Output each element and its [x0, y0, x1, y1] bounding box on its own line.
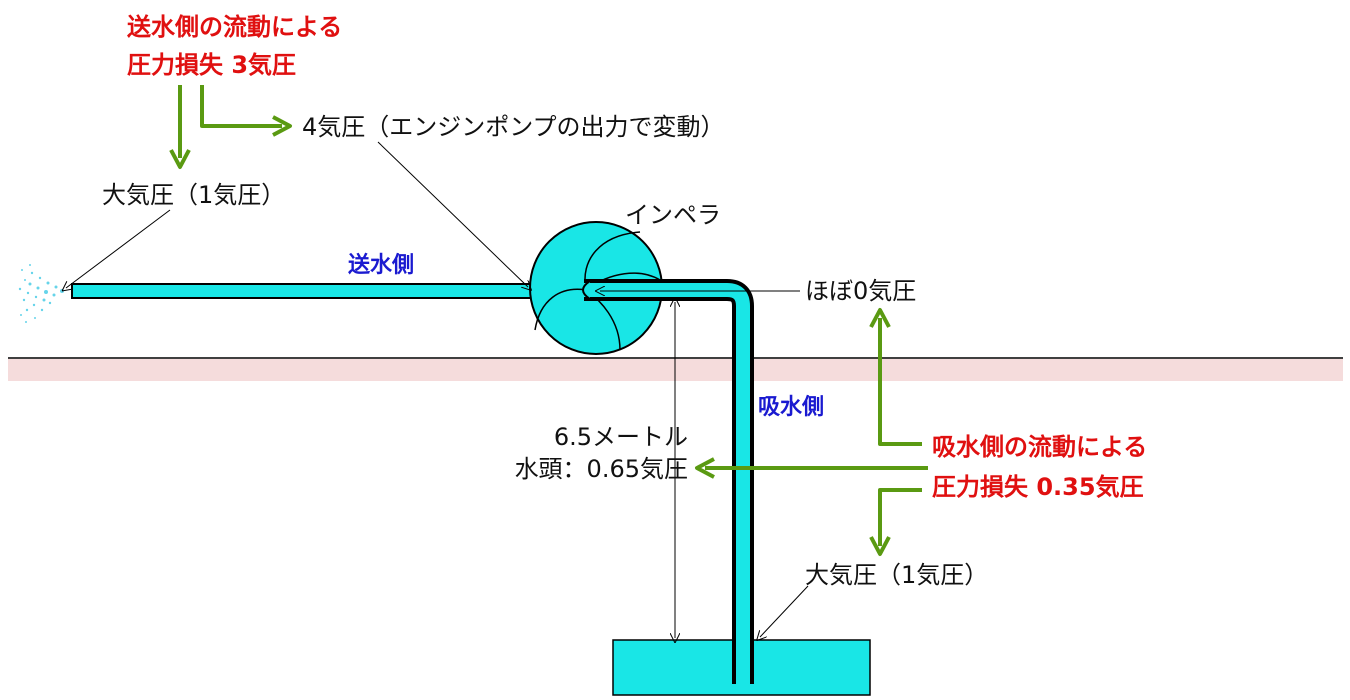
suction-loss-label-line1: 吸水側の流動による: [932, 433, 1148, 461]
suction-side-label: 吸水側: [758, 395, 825, 420]
atm-outlet-label: 大気圧（1気圧）: [102, 181, 286, 209]
impeller-label: インペラ: [625, 201, 721, 229]
height-label-line2: 水頭：0.65気圧: [514, 455, 688, 483]
discharge-side-label: 送水側: [348, 253, 415, 278]
discharge-loss-label-line1: 送水側の流動による: [127, 13, 343, 41]
suction-loss-label-line2: 圧力損失 0.35気圧: [932, 473, 1144, 501]
discharge-loss-label-line2: 圧力損失 3気圧: [127, 51, 297, 79]
pump-output-label: 4気圧（エンジンポンプの出力で変動）: [302, 113, 725, 141]
green-arrow-icon: [169, 85, 928, 556]
discharge-hose: [71, 283, 533, 299]
suction-pipe-water: [584, 283, 750, 684]
atm-water-label: 大気圧（1気圧）: [805, 561, 989, 589]
height-label-line1: 6.5メートル: [553, 423, 688, 451]
near-zero-label: ほぼ0気圧: [805, 277, 917, 305]
leader-line-icon: [66, 141, 809, 637]
pipe-inlet-cap: [582, 280, 591, 300]
spray-icon: [18, 264, 64, 323]
